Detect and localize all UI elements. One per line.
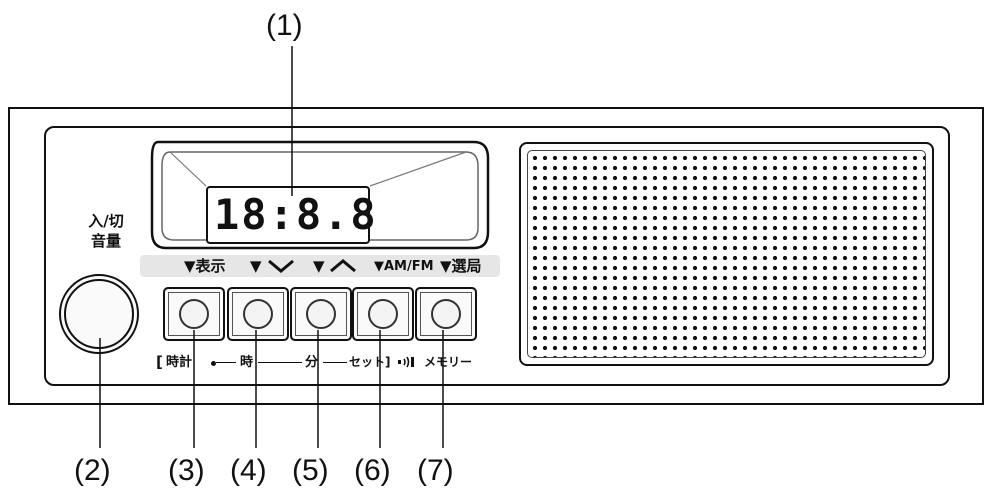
strip-seek-label: ▼選局 [440,257,482,275]
clock-bracket: [ [156,353,163,371]
lcd-window [206,186,370,244]
display-bezel [150,140,490,250]
minute-label: 分 [305,355,319,370]
down-button[interactable] [227,287,289,341]
amfm-button-face [368,299,398,329]
power-volume-knob[interactable] [59,274,139,354]
clock-line-1 [216,362,236,363]
knob-inner-ring [64,279,134,349]
clock-label: 時計 [166,355,193,370]
volume-label: 音量 [90,232,121,250]
beep-icon [398,356,414,368]
callout-7: (7) [417,454,454,487]
chevron-up-icon [330,259,356,273]
strip-display-label: ▼表示 [184,257,226,275]
seek-button[interactable] [415,287,477,341]
speaker-grille-inner [527,150,926,358]
speaker-grille [519,142,934,366]
strip-amfm-label: ▼AM/FM [374,259,434,274]
chevron-down-icon [268,259,294,273]
power-label: 入/切 [88,212,124,230]
display-button-face [179,299,209,329]
radio-faceplate [44,126,950,386]
up-button[interactable] [290,287,352,341]
hour-label: 時 [240,355,254,370]
strip-down-marker: ▼ [250,257,262,275]
callout-4: (4) [230,454,267,487]
callout-2: (2) [74,454,111,487]
strip-up-marker: ▼ [313,257,325,275]
clock-line-2 [258,362,302,363]
clock-line-3 [323,362,347,363]
amfm-button[interactable] [352,287,414,341]
lcd-digits: 18:8.8 [214,190,378,239]
function-label-strip [140,255,500,277]
callout-3: (3) [168,454,205,487]
callout-5: (5) [292,454,329,487]
memory-label: メモリー [424,355,473,369]
up-button-face [306,299,336,329]
radio-unit-outer [8,107,984,405]
callout-1: (1) [266,9,303,42]
down-button-face [243,299,273,329]
clock-dot [211,361,216,366]
seek-button-face [431,299,461,329]
callout-6: (6) [354,454,391,487]
power-volume-label: 入/切 音量 [76,214,136,249]
